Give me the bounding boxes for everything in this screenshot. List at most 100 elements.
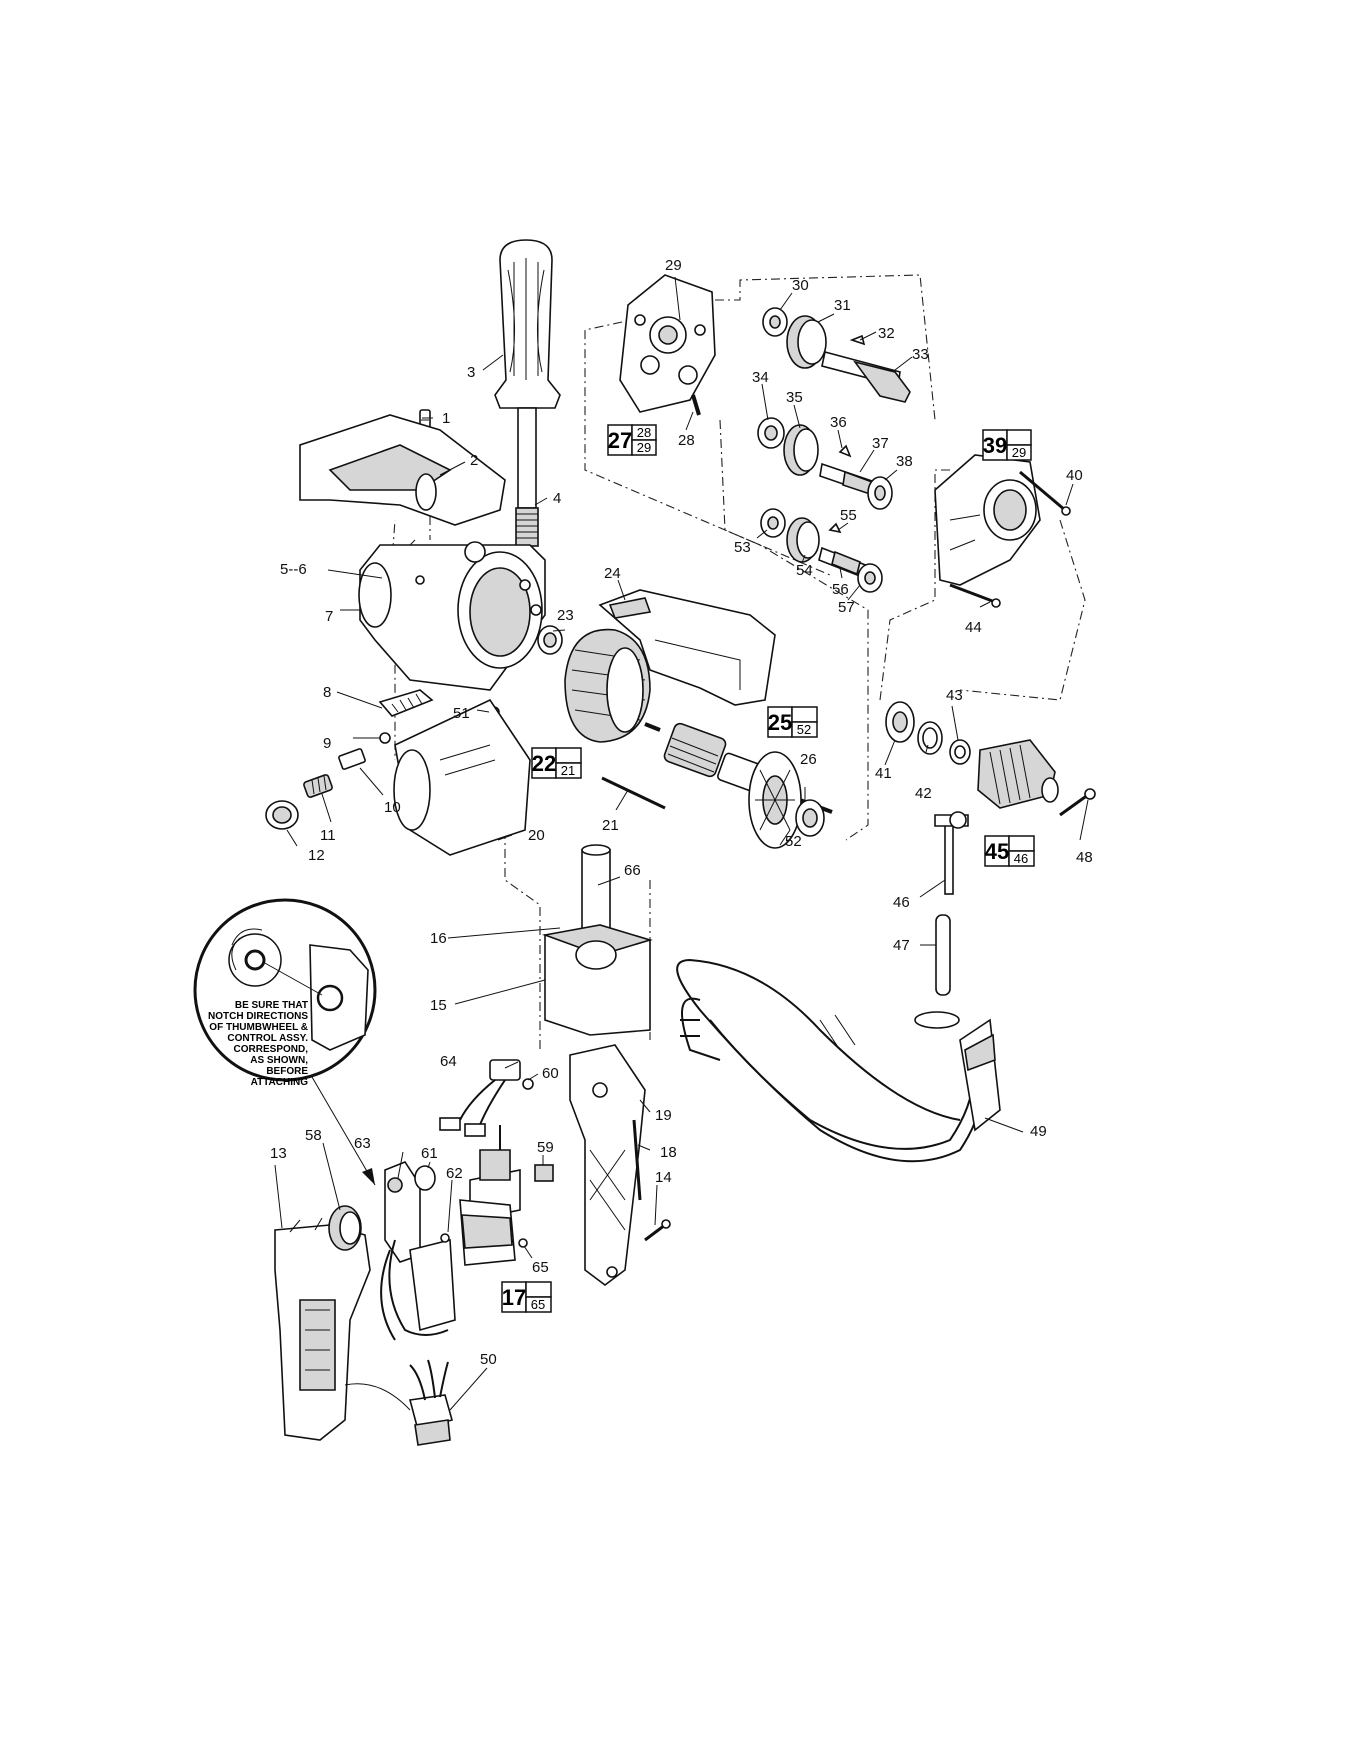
assembly-25-main: 25 — [768, 710, 792, 735]
callout-21: 21 — [602, 817, 619, 834]
part-14-screw — [644, 1223, 666, 1242]
part-8-vent-cover — [378, 689, 434, 717]
assembly-27-sub-1: 28 — [637, 425, 651, 440]
callout-11: 11 — [320, 827, 336, 844]
part-36-key — [838, 444, 852, 458]
callout-46: 46 — [893, 894, 910, 911]
part-64-harness — [439, 1059, 521, 1137]
assembly-box-25: 25 52 — [767, 706, 818, 738]
callout-59: 59 — [537, 1139, 554, 1156]
callout-29: 29 — [665, 257, 682, 274]
callout-18: 18 — [660, 1144, 677, 1161]
part-35-gear — [783, 424, 819, 476]
callout-4: 4 — [553, 490, 561, 507]
part-62-screw — [440, 1233, 450, 1243]
callout-48: 48 — [1076, 849, 1093, 866]
part-19-handle-half — [569, 1044, 646, 1286]
detail-note-inset: BE SURE THAT NOTCH DIRECTIONS OF THUMBWH… — [193, 898, 377, 1088]
part-29-gear-plate — [619, 274, 716, 413]
part-47-key-holder — [914, 914, 960, 1029]
part-50-cord-clamp — [344, 1359, 453, 1446]
part-46-chuck-key — [934, 811, 969, 895]
part-28-pin — [691, 394, 701, 416]
assembly-25-sub-2: 52 — [797, 722, 811, 737]
assembly-17-sub-2: 65 — [531, 1297, 545, 1312]
part-23-bearing — [537, 625, 563, 655]
callout-58: 58 — [305, 1127, 322, 1144]
callout-50: 50 — [480, 1351, 497, 1368]
part-34-bearing — [757, 417, 785, 449]
part-22-field-assembly — [564, 628, 651, 743]
part-4-side-handle-rod — [515, 407, 539, 547]
callout-31: 31 — [834, 297, 851, 314]
callout-30: 30 — [792, 277, 809, 294]
callout-28: 28 — [678, 432, 695, 449]
part-15-switch-housing — [541, 924, 653, 1036]
part-26-bearing — [795, 799, 825, 837]
callout-numbers: 1 2 3 4 5--6 7 8 9 10 11 12 13 14 15 16 … — [270, 257, 1093, 1368]
callout-13: 13 — [270, 1145, 287, 1162]
note-line-5: CORRESPOND, — [234, 1044, 309, 1055]
note-line-4: CONTROL ASSY. — [227, 1033, 308, 1044]
assembly-box-45: 45 46 — [984, 835, 1035, 867]
part-11-brush-holder — [303, 774, 333, 798]
part-63-control-assembly — [380, 1161, 456, 1341]
part-57-bearing — [857, 563, 883, 593]
callout-43: 43 — [946, 687, 963, 704]
callout-26: 26 — [800, 751, 817, 768]
callout-19: 19 — [655, 1107, 672, 1124]
callout-2: 2 — [470, 452, 478, 469]
parts-illustration — [265, 239, 1096, 1446]
part-41-bearing — [885, 701, 915, 743]
assembly-box-27: 27 28 29 — [607, 424, 657, 456]
part-60-screw — [522, 1078, 534, 1090]
callout-3: 3 — [467, 364, 475, 381]
assembly-27-main: 27 — [608, 428, 632, 453]
callout-42: 42 — [915, 785, 932, 802]
assembly-box-17: 17 65 — [501, 1281, 552, 1313]
callout-8: 8 — [323, 684, 331, 701]
note-line-2: NOTCH DIRECTIONS — [208, 1011, 308, 1022]
callout-66: 66 — [624, 862, 641, 879]
part-armature — [644, 722, 833, 814]
part-9-screw — [379, 732, 391, 744]
part-7-motor-housing — [358, 541, 546, 691]
callout-32: 32 — [878, 325, 895, 342]
part-55-key — [828, 522, 842, 534]
callout-60: 60 — [542, 1065, 559, 1082]
assembly-22-main: 22 — [532, 751, 556, 776]
callout-44: 44 — [965, 619, 982, 636]
part-1-screw — [419, 409, 431, 429]
callout-51: 51 — [453, 705, 470, 722]
callout-41: 41 — [875, 765, 892, 782]
callout-36: 36 — [830, 414, 847, 431]
callout-65: 65 — [532, 1259, 549, 1276]
part-59-clip — [534, 1164, 554, 1182]
part-65-screw — [518, 1238, 528, 1248]
callout-9: 9 — [323, 735, 331, 752]
part-38-bearing — [867, 476, 893, 510]
note-line-1: BE SURE THAT — [235, 1000, 308, 1011]
part-52-fan — [748, 751, 802, 849]
callout-33: 33 — [912, 346, 929, 363]
part-45-chuck — [977, 739, 1059, 809]
callout-15: 15 — [430, 997, 447, 1014]
part-24-baffle — [598, 589, 776, 706]
note-line-7: BEFORE — [266, 1066, 308, 1077]
callout-56: 56 — [832, 581, 849, 598]
callout-10: 10 — [384, 799, 401, 816]
callout-35: 35 — [786, 389, 803, 406]
assembly-box-22: 22 21 — [531, 747, 582, 779]
callout-61: 61 — [421, 1145, 438, 1162]
callout-40: 40 — [1066, 467, 1083, 484]
callout-52: 52 — [785, 833, 802, 850]
callout-5-6: 5--6 — [280, 561, 307, 578]
part-58-thumbwheel — [328, 1205, 362, 1251]
part-44-screw — [949, 583, 996, 604]
callout-38: 38 — [896, 453, 913, 470]
note-line-8: ATTACHING — [251, 1077, 309, 1088]
assembly-39-main: 39 — [983, 433, 1007, 458]
callout-20: 20 — [528, 827, 545, 844]
part-3-side-handle-grip — [494, 239, 561, 409]
